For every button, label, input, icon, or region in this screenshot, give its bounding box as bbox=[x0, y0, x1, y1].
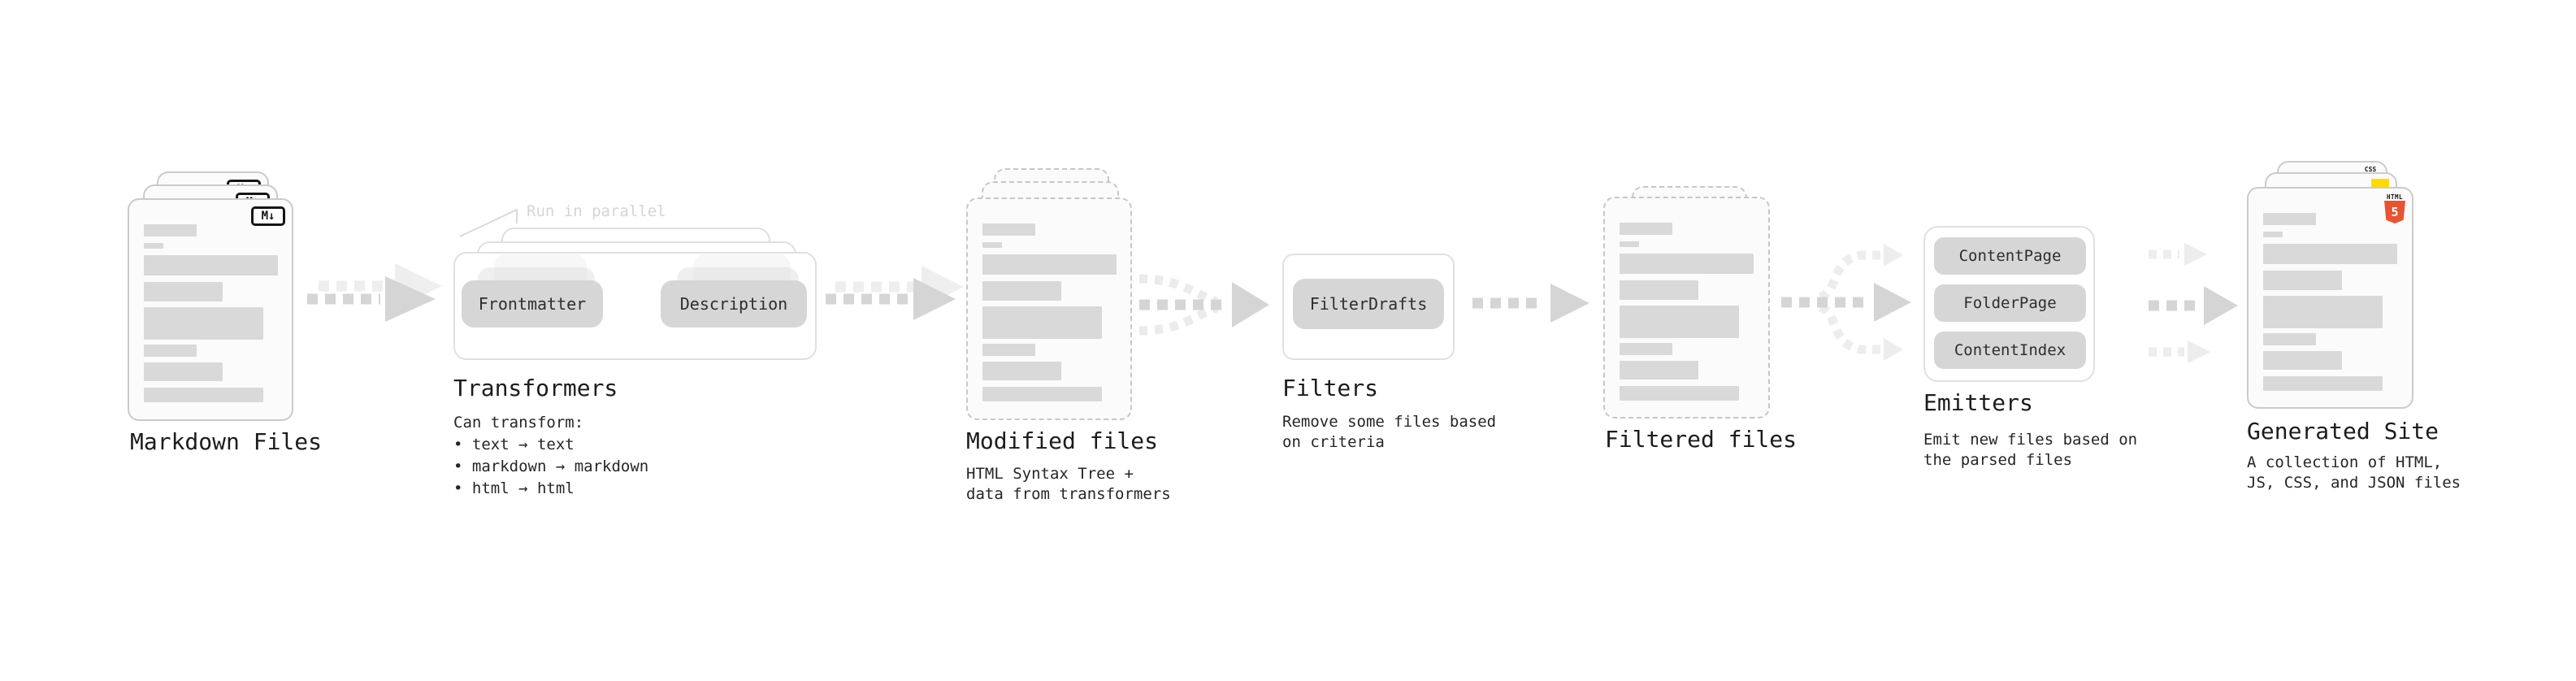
placeholder-line bbox=[2263, 232, 2283, 237]
run-in-parallel-annotation: Run in parallel bbox=[527, 202, 666, 220]
placeholder-line bbox=[982, 344, 1035, 356]
placeholder-line bbox=[144, 362, 223, 381]
placeholder-line bbox=[1620, 241, 1639, 247]
placeholder-line bbox=[144, 388, 263, 402]
placeholder-line bbox=[982, 281, 1061, 301]
placeholder-line bbox=[982, 254, 1117, 275]
placeholder-line bbox=[1620, 386, 1739, 401]
placeholder-line bbox=[144, 307, 263, 340]
emitter-chip-contentpage: ContentPage bbox=[1934, 237, 2086, 275]
arrow-modified-to-filters-merge bbox=[1138, 274, 1269, 336]
filters-description: Remove some files based on criteria bbox=[1282, 413, 1497, 451]
html5-icon-word: HTML bbox=[2386, 193, 2404, 201]
arrow-transformers-to-modified bbox=[826, 266, 964, 320]
placeholder-line bbox=[2263, 376, 2383, 391]
generated-site-label: Generated Site bbox=[2247, 418, 2439, 445]
generated-doc-html: HTML 5 bbox=[2247, 187, 2413, 409]
placeholder-line bbox=[1620, 306, 1739, 338]
filters-label: Filters bbox=[1282, 375, 1379, 401]
placeholder-line bbox=[982, 387, 1102, 401]
placeholder-line bbox=[982, 362, 1061, 380]
run-in-parallel-leader-line bbox=[459, 208, 518, 237]
markdown-icon: M↓ bbox=[251, 206, 285, 226]
transformer-chip-frontmatter: Frontmatter bbox=[462, 280, 603, 327]
modified-files-label: Modified files bbox=[966, 427, 1159, 454]
html5-icon-shield: 5 bbox=[2384, 201, 2405, 223]
placeholder-line bbox=[2263, 296, 2383, 328]
transformer-chip-description: Description bbox=[661, 280, 807, 327]
placeholder-line bbox=[1620, 280, 1698, 300]
placeholder-line bbox=[2263, 213, 2316, 225]
placeholder-line bbox=[144, 345, 197, 357]
placeholder-line bbox=[1620, 343, 1672, 355]
placeholder-line bbox=[144, 224, 197, 236]
placeholder-line bbox=[2263, 271, 2342, 290]
modified-doc-front bbox=[966, 197, 1132, 420]
arrow-markdown-to-transformers bbox=[307, 263, 442, 322]
placeholder-line bbox=[144, 243, 163, 249]
placeholder-line bbox=[2263, 351, 2342, 370]
html5-icon: HTML 5 bbox=[2384, 193, 2405, 223]
placeholder-line bbox=[144, 255, 278, 275]
modified-files-description: HTML Syntax Tree + data from transformer… bbox=[966, 465, 1171, 503]
placeholder-line bbox=[2263, 244, 2397, 264]
filter-chip-filterdrafts: FilterDrafts bbox=[1293, 279, 1444, 329]
placeholder-line bbox=[982, 223, 1035, 236]
markdown-doc-front: M↓ bbox=[128, 198, 293, 421]
placeholder-line bbox=[1620, 223, 1672, 235]
emitter-chip-folderpage: FolderPage bbox=[1934, 284, 2086, 322]
generated-site-description: A collection of HTML, JS, CSS, and JSON … bbox=[2247, 453, 2461, 492]
arrow-emitters-to-generated bbox=[2149, 243, 2238, 363]
markdown-files-label: Markdown Files bbox=[130, 428, 323, 455]
transformers-label: Transformers bbox=[453, 375, 618, 401]
emitters-description: Emit new files based on the parsed files bbox=[1923, 431, 2138, 469]
emitters-label: Emitters bbox=[1923, 389, 2033, 416]
arrow-filtered-to-emitters-fork bbox=[1781, 244, 1911, 361]
placeholder-line bbox=[2263, 333, 2316, 345]
placeholder-line bbox=[982, 306, 1102, 339]
filtered-files-label: Filtered files bbox=[1605, 426, 1798, 453]
placeholder-line bbox=[982, 242, 1002, 248]
filtered-doc-front bbox=[1603, 197, 1770, 419]
placeholder-line bbox=[1620, 361, 1698, 380]
transformers-description: Can transform: • text → text • markdown … bbox=[453, 414, 649, 497]
js-file-icon bbox=[2371, 179, 2389, 188]
placeholder-line bbox=[1620, 254, 1754, 274]
emitter-chip-contentindex: ContentIndex bbox=[1934, 332, 2086, 369]
arrow-filters-to-filtered bbox=[1472, 284, 1589, 323]
placeholder-line bbox=[144, 282, 223, 301]
